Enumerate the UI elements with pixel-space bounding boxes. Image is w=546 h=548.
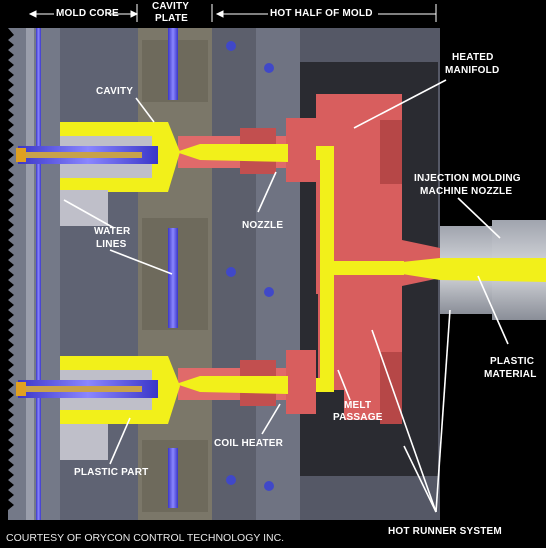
label-plastic-part: PLASTIC PART [74,467,149,478]
credit-text: COURTESY OF ORYCON CONTROL TECHNOLOGY IN… [6,532,285,544]
bolt-icons [226,41,274,491]
core-pin-top [16,146,158,164]
callout-lines [63,79,509,513]
nozzle-bottom [176,350,316,414]
plastic-part-bottom [60,356,180,460]
label-plastic-material-2: MATERIAL [484,369,537,380]
nozzle-top [176,118,316,182]
label-melt-passage-2: PASSAGE [333,412,383,423]
label-water-lines-1: WATER [94,226,131,237]
water-line-vertical [36,28,41,520]
header-brackets [28,4,437,22]
header-mold-core: MOLD CORE [56,8,119,19]
label-water-lines-2: LINES [96,239,127,250]
label-heated-manifold-2: MANIFOLD [445,65,500,76]
manifold-recess-top [380,120,402,184]
header-cavity-plate-1: CAVITY [152,1,190,12]
water-line-cavity-1 [168,28,178,100]
label-coil-heater: COIL HEATER [214,438,284,449]
heated-manifold [316,94,440,420]
core-pin-bottom [16,380,158,398]
label-heated-manifold-1: HEATED [452,52,494,63]
label-injection-nozzle-1: INJECTION MOLDING [414,173,521,184]
label-plastic-material-1: PLASTIC [490,356,535,367]
water-line-cavity-2 [168,228,178,328]
header-hot-half: HOT HALF OF MOLD [270,8,373,19]
label-hot-runner-system: HOT RUNNER SYSTEM [388,526,502,537]
label-injection-nozzle-2: MACHINE NOZZLE [420,186,513,197]
core-plate-stripe [26,28,34,520]
label-cavity: CAVITY [96,86,134,97]
header-cavity-plate-2: PLATE [155,13,189,24]
hot-half-plate-b [256,28,300,520]
water-line-cavity-3 [168,448,178,508]
label-melt-passage-1: MELT [344,400,372,411]
label-nozzle: NOZZLE [242,220,284,231]
